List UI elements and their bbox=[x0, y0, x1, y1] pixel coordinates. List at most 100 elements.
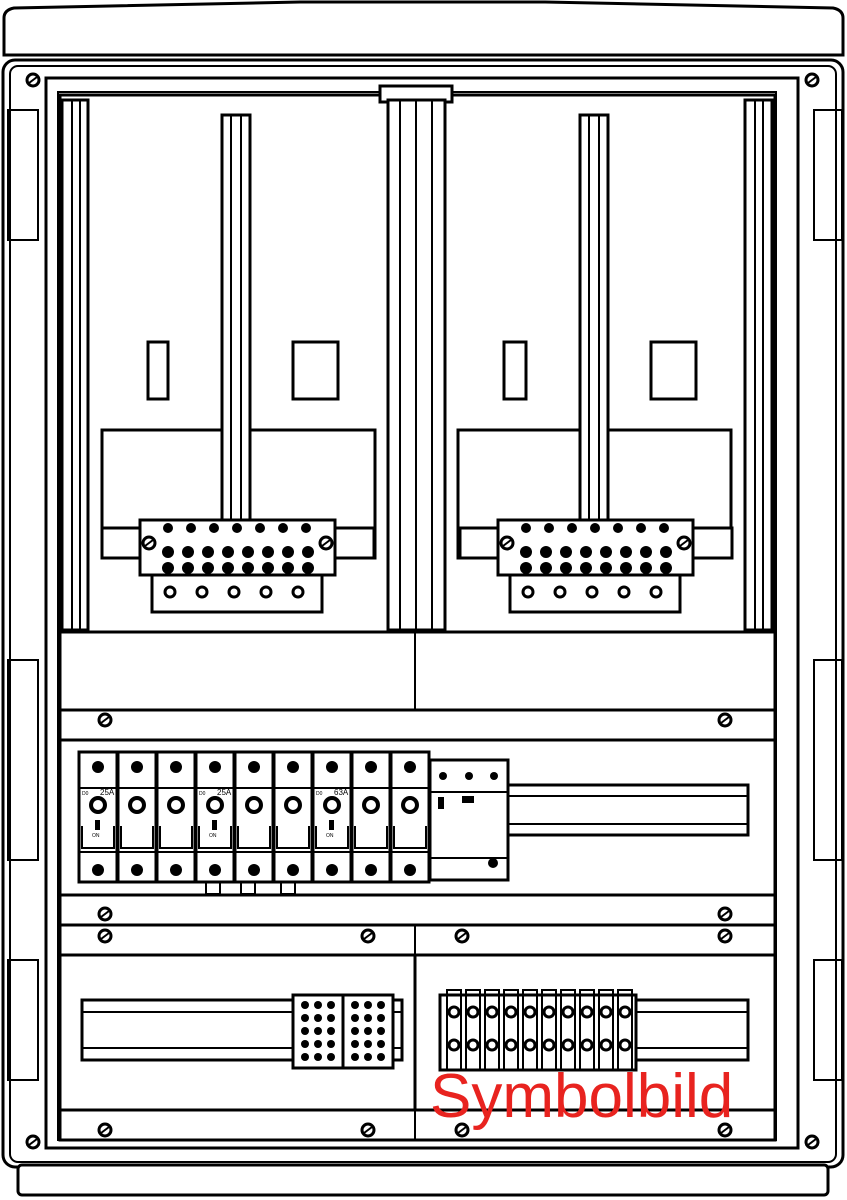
terminal-hole bbox=[560, 562, 572, 574]
screw-slot bbox=[720, 932, 730, 940]
terminal-screw bbox=[466, 1038, 480, 1052]
terminal-screw-icon bbox=[131, 864, 143, 876]
state-label: ON bbox=[92, 833, 100, 839]
hinge bbox=[813, 659, 843, 861]
circuit-breaker: D0 63A ON bbox=[311, 750, 353, 884]
terminal-hole bbox=[351, 1014, 359, 1022]
terminal-hole bbox=[364, 1014, 372, 1022]
terminal bbox=[446, 989, 462, 1071]
meter-terminal-blocks bbox=[100, 518, 734, 614]
breaker-clip bbox=[237, 826, 271, 849]
symbolbild-watermark: Symbolbild bbox=[430, 1062, 733, 1131]
circuit-breaker bbox=[116, 750, 158, 884]
terminal-hole bbox=[640, 546, 652, 558]
bus-comb-tab bbox=[280, 881, 296, 895]
terminal-screw bbox=[523, 1038, 537, 1052]
terminal-hole bbox=[282, 562, 294, 574]
terminal-screw bbox=[618, 1038, 632, 1052]
fuse-cap-icon bbox=[206, 796, 224, 814]
terminal-hole bbox=[560, 546, 572, 558]
terminal bbox=[465, 989, 481, 1071]
terminal-screw-icon bbox=[92, 761, 104, 773]
circuit-breaker bbox=[389, 750, 431, 884]
terminal-hole bbox=[162, 546, 174, 558]
terminal-hole bbox=[222, 546, 234, 558]
terminal-hole bbox=[521, 523, 531, 533]
terminal-hole bbox=[377, 1053, 385, 1061]
terminal-screw bbox=[259, 585, 273, 599]
mounting-strip bbox=[58, 708, 777, 742]
fuse-cap-icon bbox=[245, 796, 263, 814]
terminal-hole bbox=[182, 562, 194, 574]
vertical-rails bbox=[60, 98, 774, 632]
terminal-hole bbox=[314, 1053, 322, 1061]
screw-slot bbox=[28, 76, 38, 84]
screw-slot bbox=[720, 1126, 730, 1134]
terminal-hole bbox=[302, 562, 314, 574]
terminal-hole bbox=[186, 523, 196, 533]
screw-slot bbox=[720, 910, 730, 918]
terminal-hole bbox=[202, 562, 214, 574]
screw-slot bbox=[321, 539, 331, 547]
terminal-hole bbox=[580, 562, 592, 574]
terminal-hole bbox=[262, 546, 274, 558]
hinge bbox=[7, 109, 39, 241]
fuse-rating-label: 25A bbox=[217, 788, 232, 797]
terminal-hole bbox=[314, 1040, 322, 1048]
terminal-hole bbox=[364, 1001, 372, 1009]
terminal-screw bbox=[599, 1005, 613, 1019]
terminal-screw bbox=[291, 585, 305, 599]
terminal-screw bbox=[447, 1038, 461, 1052]
screw-slot bbox=[100, 716, 110, 724]
terminal-screw bbox=[485, 1038, 499, 1052]
breaker-housing bbox=[116, 750, 158, 884]
fuse-cap-icon bbox=[362, 796, 380, 814]
terminal-hole bbox=[327, 1001, 335, 1009]
terminal-screw bbox=[504, 1038, 518, 1052]
terminal bbox=[560, 989, 576, 1071]
blank-cover-strip bbox=[58, 630, 777, 712]
terminal-hole bbox=[232, 523, 242, 533]
terminal-hole bbox=[364, 1027, 372, 1035]
breaker-clip bbox=[198, 826, 232, 849]
terminal-hole bbox=[520, 546, 532, 558]
terminal-screw-icon bbox=[287, 761, 299, 773]
screw-slot bbox=[807, 76, 817, 84]
terminal-hole bbox=[364, 1040, 372, 1048]
terminal-hole bbox=[351, 1001, 359, 1009]
fuse-rating-label: 25A bbox=[100, 788, 115, 797]
screw-slot bbox=[720, 716, 730, 724]
terminal-screw-icon bbox=[326, 864, 338, 876]
terminal-screw bbox=[580, 1038, 594, 1052]
terminal-hole bbox=[301, 1014, 309, 1022]
terminal-hole bbox=[620, 546, 632, 558]
breaker-housing bbox=[389, 750, 431, 884]
terminal-screw bbox=[163, 585, 177, 599]
circuit-breaker bbox=[272, 750, 314, 884]
screw-slot bbox=[363, 1126, 373, 1134]
terminal-hole bbox=[327, 1014, 335, 1022]
fuse-type-label: D0 bbox=[82, 791, 89, 797]
screw-slot bbox=[28, 1138, 38, 1146]
terminal-screw-icon bbox=[404, 864, 416, 876]
fuse-rating-label: 63A bbox=[334, 788, 349, 797]
fuse-type-label: D0 bbox=[316, 791, 323, 797]
circuit-breaker bbox=[233, 750, 275, 884]
terminal-hole bbox=[567, 523, 577, 533]
terminal-hole bbox=[242, 562, 254, 574]
breaker-clip bbox=[120, 826, 154, 849]
terminal-hole bbox=[364, 1053, 372, 1061]
terminal-hole bbox=[580, 546, 592, 558]
state-label: ON bbox=[326, 833, 334, 839]
screw-slot bbox=[363, 932, 373, 940]
mounting-strip bbox=[58, 893, 777, 927]
terminal bbox=[541, 989, 557, 1071]
terminal-screw-icon bbox=[170, 864, 182, 876]
terminal-screw bbox=[485, 1005, 499, 1019]
terminal-screw-icon bbox=[365, 864, 377, 876]
circuit-breaker bbox=[155, 750, 197, 884]
terminal-hole bbox=[301, 523, 311, 533]
terminal-screw bbox=[504, 1005, 518, 1019]
breaker-clip bbox=[159, 826, 193, 849]
terminal-hole bbox=[377, 1001, 385, 1009]
